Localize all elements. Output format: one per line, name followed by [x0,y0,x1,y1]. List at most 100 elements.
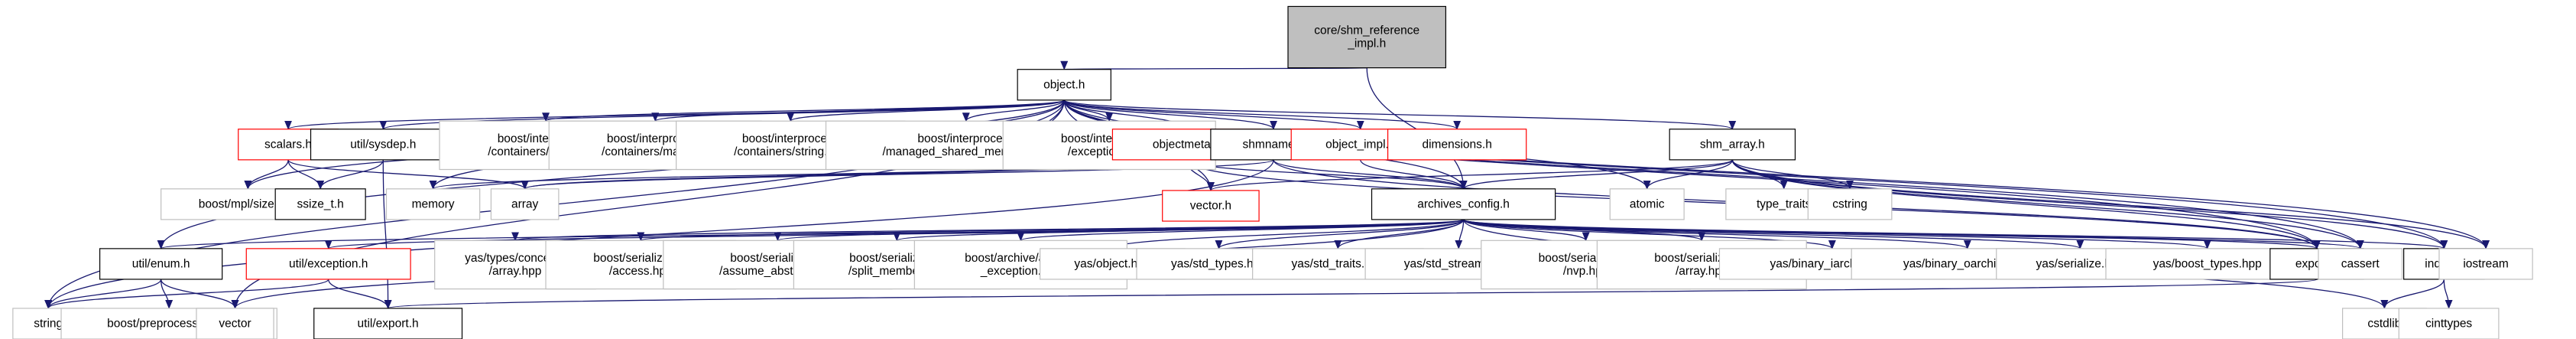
edge-enum_h-to-boost_pp [160,279,174,309]
node-label: /array.hpp [489,265,542,278]
edge-shm_array_h-to-archives_config_h [1459,159,1733,190]
node-label: util/exception.h [289,257,368,270]
node-label: yas/object.hpp [1074,257,1150,270]
edge-object_h-to-shm_array_h [1063,99,1736,130]
node-label: util/sysdep.h [350,138,416,151]
node-label: util/export.h [358,317,419,330]
edge-shm_array_h-to-vector_h [1207,159,1733,191]
node-box [2318,248,2403,280]
node-label: yas/types/concepts [465,252,566,265]
edge-enum_h-to-string [44,279,162,309]
edge-shm_array_h-to-cstring [1731,159,1854,190]
node-ssize-t-h[interactable]: ssize_t.h [274,188,366,220]
node-label: memory [412,197,455,210]
node-label: boost/mpl/size.hpp [199,197,297,210]
edge-scalars_h-to-array [287,159,529,190]
node-label: _impl.h [1347,37,1386,51]
edge-shm_array_h-to-iostream [1731,159,2490,249]
node-label: string [34,317,63,330]
edge-archives_config_h-to-yas_bin_oarchive [1462,219,1971,249]
node-label: cstdlib [2367,317,2401,330]
node-label: /access.hpp [609,265,673,278]
node-box [245,248,411,280]
edge-object_h-to-shmname_h [1063,99,1277,130]
node-box [490,188,560,220]
node-label: yas/boost_types.hpp [2153,257,2262,270]
node-label: shmname.h [1243,138,1305,151]
node-exception-h[interactable]: util/exception.h [245,248,411,280]
edge-export_h-to-util_export_h [385,279,2318,309]
node-box [1807,188,1893,220]
node-util-export-h[interactable]: util/export.h [313,308,463,339]
edge-enum_h-to-vector [160,279,239,309]
node-cstring: cstring [1807,188,1893,220]
node-label: iostream [2463,257,2508,270]
node-box [1387,129,1527,161]
edge-archives_config_h-to-yas_bin_iarchive [1462,219,1836,249]
node-box [2438,248,2533,280]
edge-exception_h-to-util_export_h [328,279,392,309]
node-box [1371,188,1556,220]
node-label: array [511,197,539,210]
node-box [1162,190,1260,222]
node-box [1287,5,1447,69]
edge-sysdep_h-to-util_export_h [382,159,392,309]
edge-object_h-to-bi_map [651,99,1065,122]
node-atomic: atomic [1609,188,1685,220]
edge-index_h-to-cstdlib [2380,279,2445,309]
node-label: objectmeta.h [1153,138,1221,151]
edge-scalars_h-to-mpl_size [244,159,289,190]
edge-scalars_h-to-ssize_t_h [287,159,325,190]
node-label: dimensions.h [1422,138,1491,151]
edge-object_h-to-bi_vector [542,99,1065,122]
edge-archives_config_h-to-yas_std_traits [1334,219,1465,249]
edge-index_h-to-cinttypes [2443,279,2453,309]
node-vector-h[interactable]: vector.h [1162,190,1260,222]
node-label: vector [219,317,251,330]
edge-archives_config_h-to-bs_nvp [1462,219,1590,242]
node-label: core/shm_reference [1314,24,1419,37]
node-iostream: iostream [2438,248,2533,280]
node-sysdep-h[interactable]: util/sysdep.h [310,129,456,161]
edge-exception_h-to-string [44,279,329,309]
node-label: atomic [1630,197,1665,210]
node-memory: memory [385,188,481,220]
node-label: boost/interprocess [917,132,1014,145]
edge-objectmeta_h-to-archives_config_h [1186,159,1468,190]
node-shm-array-h[interactable]: shm_array.h [1669,129,1796,161]
node-label: archives_config.h [1417,197,1510,210]
node-box [385,188,481,220]
node-layer: core/shm_reference_impl.hobject.hscalars… [12,5,2533,339]
node-cinttypes: cinttypes [2398,308,2500,339]
node-box [1669,129,1796,161]
node-label: /containers/string.hpp [734,145,847,158]
node-label: cassert [2341,257,2380,270]
edge-shm_array_h-to-index_h [1731,159,2448,249]
edge-shm_array_h-to-export_h [1731,159,2321,249]
node-object-h[interactable]: object.h [1017,69,1111,101]
edge-shmname_h-to-array [521,159,1274,190]
node-archives-config-h[interactable]: archives_config.h [1371,188,1556,220]
edge-archives_config_h-to-bs_access [638,219,1465,242]
edge-object_h-to-bi_string [787,99,1065,122]
edge-shm_array_h-to-atomic [1643,159,1733,190]
node-label: cstring [1832,197,1867,210]
node-box [2398,308,2500,339]
node-label: util/enum.h [132,257,190,270]
node-label: /array.hpp [1676,265,1728,278]
edge-archives_config_h-to-bs_assume_abstract [774,219,1465,242]
node-label: yas/serialize.hpp [2036,257,2124,270]
node-dimensions-h[interactable]: dimensions.h [1387,129,1527,161]
edge-archives_config_h-to-yas_serialize [1462,219,2084,249]
node-label: object.h [1043,78,1085,91]
edge-root-to-archives_config_h [1366,67,1468,190]
node-label: object_impl.h [1325,138,1395,151]
node-cassert: cassert [2318,248,2403,280]
edge-shmname_h-to-archives_config_h [1273,159,1468,190]
edge-archives_config_h-to-index_h [1462,219,2448,249]
node-root[interactable]: core/shm_reference_impl.h [1287,5,1447,69]
node-label: ssize_t.h [297,197,344,210]
node-enum-h[interactable]: util/enum.h [99,248,223,280]
node-label: yas/std_types.hpp [1171,257,1267,270]
node-label: type_traits [1757,197,1812,210]
